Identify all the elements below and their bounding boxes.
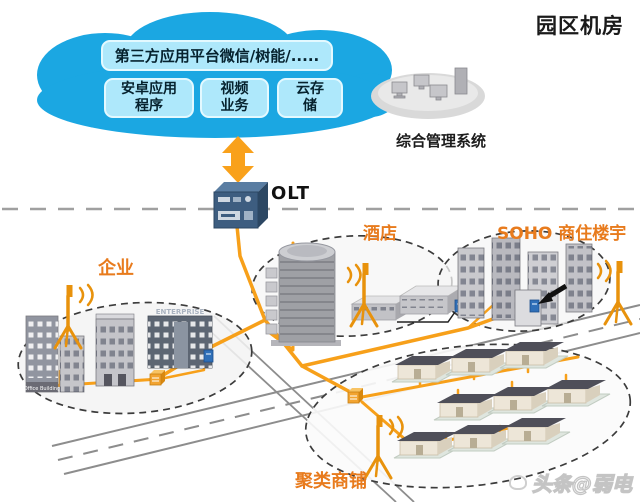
management-system-label: 综合管理系统 <box>396 132 487 150</box>
service-box-cloud-storage: 云存 储 <box>277 78 343 118</box>
watermark-logo-icon <box>509 475 527 490</box>
olt-label: OLT <box>271 183 311 204</box>
mid-building-icon <box>95 313 135 387</box>
office-building-icon: Office Building <box>24 315 85 393</box>
enterprise-building-icon: ENTERPRISE <box>147 308 213 369</box>
enterprise-building-sign: ENTERPRISE <box>156 308 205 316</box>
onu-icon <box>529 299 540 313</box>
watermark: 头条@弱电 <box>509 468 633 497</box>
splitter-icon <box>149 369 166 386</box>
watermark-text: 头条@弱电 <box>531 471 632 496</box>
shops-zone-label: 聚类商铺 <box>295 471 367 492</box>
enterprise-zone-label: 企业 <box>98 258 134 279</box>
soho-building-icon <box>457 237 593 327</box>
pointer-arrow-icon <box>538 283 568 304</box>
service-box-android-app: 安卓应用 程序 <box>104 78 194 118</box>
hotel-tower-icon <box>265 242 341 346</box>
service-box-video: 视频 业务 <box>200 78 269 118</box>
splitter-icon <box>347 387 364 404</box>
soho-zone-label: SOHO 商住楼宇 <box>497 224 627 244</box>
third-party-platform-box: 第三方应用平台微信/树能/..... <box>101 40 333 71</box>
computer-cluster-icon <box>391 67 468 101</box>
office-building-sign: Office Building <box>24 386 60 392</box>
hotel-zone-label: 酒店 <box>363 224 397 244</box>
page-title: 园区机房 <box>536 14 624 38</box>
onu-icon <box>203 349 214 363</box>
management-platform-icon <box>371 67 485 119</box>
olt-device-icon <box>213 182 268 229</box>
double-arrow-icon <box>222 136 254 183</box>
wifi-waves-icon <box>78 283 94 307</box>
cloud-shape <box>37 12 398 138</box>
